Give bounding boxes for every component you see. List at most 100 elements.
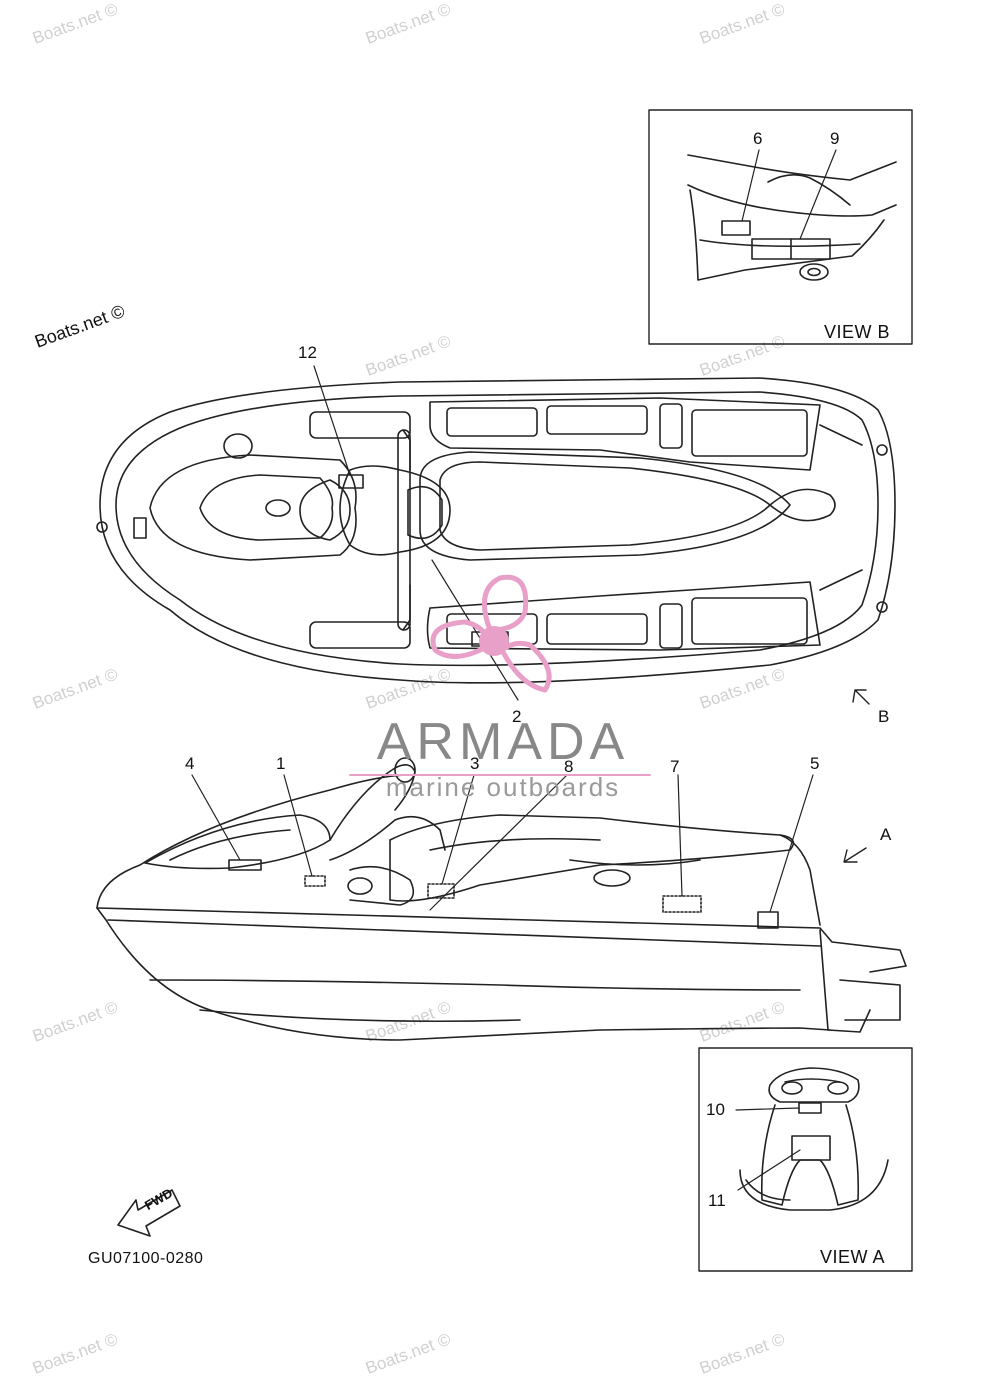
callout-1: 1 xyxy=(276,754,286,773)
stern-edge-upper xyxy=(819,424,863,446)
stern-deck-side xyxy=(779,834,821,926)
mirror-mount xyxy=(223,433,253,459)
callout-7: 7 xyxy=(670,757,680,776)
keel-line xyxy=(199,1009,521,1023)
gunwale-line xyxy=(96,907,907,973)
callout-5: 5 xyxy=(810,754,820,773)
callout-8: 8 xyxy=(564,757,574,776)
console-outline xyxy=(339,465,451,556)
view-a-stern-body xyxy=(760,1104,860,1206)
leader-10 xyxy=(735,1107,800,1111)
callout-11: 11 xyxy=(708,1191,726,1210)
hood-outline xyxy=(149,454,357,561)
callout-12: 12 xyxy=(298,343,317,362)
decal-12-shape xyxy=(338,474,364,489)
footwell-side xyxy=(349,865,415,906)
bow-pad-upper xyxy=(309,411,411,439)
arrow-b-label: B xyxy=(878,707,890,726)
footwell-lower xyxy=(426,581,821,651)
view-a-handle-right xyxy=(827,1081,849,1095)
chine-line xyxy=(149,979,801,991)
handlebar-side xyxy=(329,764,416,841)
footwell-upper xyxy=(429,397,821,471)
view-b-hull-top xyxy=(687,154,897,181)
bow-eye xyxy=(133,517,147,539)
arrow-a-label: A xyxy=(880,825,892,844)
view-b-panel-line xyxy=(699,239,861,248)
mat-8 xyxy=(691,597,808,645)
leader-8 xyxy=(429,774,568,911)
leader-3 xyxy=(441,774,475,885)
callout-4: 4 xyxy=(185,754,195,773)
grab-handle-side xyxy=(593,869,631,887)
decal-1-shape xyxy=(304,875,326,887)
decal-11-shape xyxy=(791,1135,831,1161)
rub-rail xyxy=(107,919,821,947)
bow-cleat-left xyxy=(96,521,108,533)
view-b-seat-curve xyxy=(767,174,851,206)
view-a-handle-left xyxy=(781,1081,803,1095)
decal-10-shape xyxy=(798,1102,822,1114)
stern-cleat-upper xyxy=(876,444,888,456)
gauge-pod xyxy=(407,485,443,540)
mat-4 xyxy=(691,409,808,457)
jet-nozzle xyxy=(839,979,901,1021)
brand-name: ARMADA xyxy=(376,713,630,771)
bow-pad-lower xyxy=(309,621,411,649)
leader-1 xyxy=(283,774,313,877)
view-a-seat-back xyxy=(768,1067,860,1103)
mat-1 xyxy=(446,407,538,437)
callout-10: 10 xyxy=(706,1100,725,1119)
seat-outline xyxy=(419,451,791,561)
decal-6-shape xyxy=(721,220,751,236)
mat-2 xyxy=(546,405,648,435)
hood-crease xyxy=(169,829,291,861)
stern-edge-lower xyxy=(819,569,863,591)
callout-3: 3 xyxy=(470,754,480,773)
hood-inner xyxy=(199,474,334,541)
propeller-logo-icon xyxy=(430,574,552,693)
mat-3 xyxy=(659,403,683,449)
mat-7 xyxy=(659,603,683,649)
decal-4-shape xyxy=(228,859,262,871)
leader-6 xyxy=(741,149,760,222)
brand-logo: ARMADA marine outboards xyxy=(348,716,658,800)
side-view xyxy=(96,757,907,1041)
callout-2: 2 xyxy=(512,707,522,726)
view-b-outlet-inner xyxy=(807,267,821,277)
arrow-b xyxy=(852,689,870,705)
callout-6: 6 xyxy=(753,129,763,148)
leader-12 xyxy=(313,365,351,476)
seat-lower-crease xyxy=(569,859,701,866)
callout-9: 9 xyxy=(830,129,840,148)
bow-top-line xyxy=(96,774,411,909)
hull-inner-top xyxy=(115,391,879,667)
seat-inner xyxy=(439,461,771,551)
seat-side xyxy=(389,814,795,902)
mat-6 xyxy=(546,613,648,645)
view-b-stern xyxy=(689,189,885,281)
leader-9 xyxy=(799,149,837,240)
decal-3-shape xyxy=(427,883,455,899)
leader-5 xyxy=(769,774,814,913)
fwd-arrow-icon xyxy=(117,1189,181,1237)
stern-transom xyxy=(819,929,871,1033)
view-b-outlet xyxy=(799,263,829,281)
footwell-port xyxy=(347,877,373,895)
decal-5-shape xyxy=(757,911,779,929)
stern-hatch xyxy=(769,488,836,522)
arrow-a xyxy=(843,847,867,863)
hood-bump xyxy=(299,479,351,541)
leader-11 xyxy=(737,1149,801,1191)
view-a-label: VIEW A xyxy=(820,1247,886,1267)
view-b-label: VIEW B xyxy=(824,322,891,342)
handlebar xyxy=(397,429,411,631)
leader-4 xyxy=(191,774,241,861)
brand-tagline: marine outboards xyxy=(385,772,621,802)
hood-latch xyxy=(265,499,291,517)
stern-cleat-lower xyxy=(876,601,888,613)
view-a-frame xyxy=(698,1047,913,1272)
seat-crease xyxy=(429,837,601,851)
